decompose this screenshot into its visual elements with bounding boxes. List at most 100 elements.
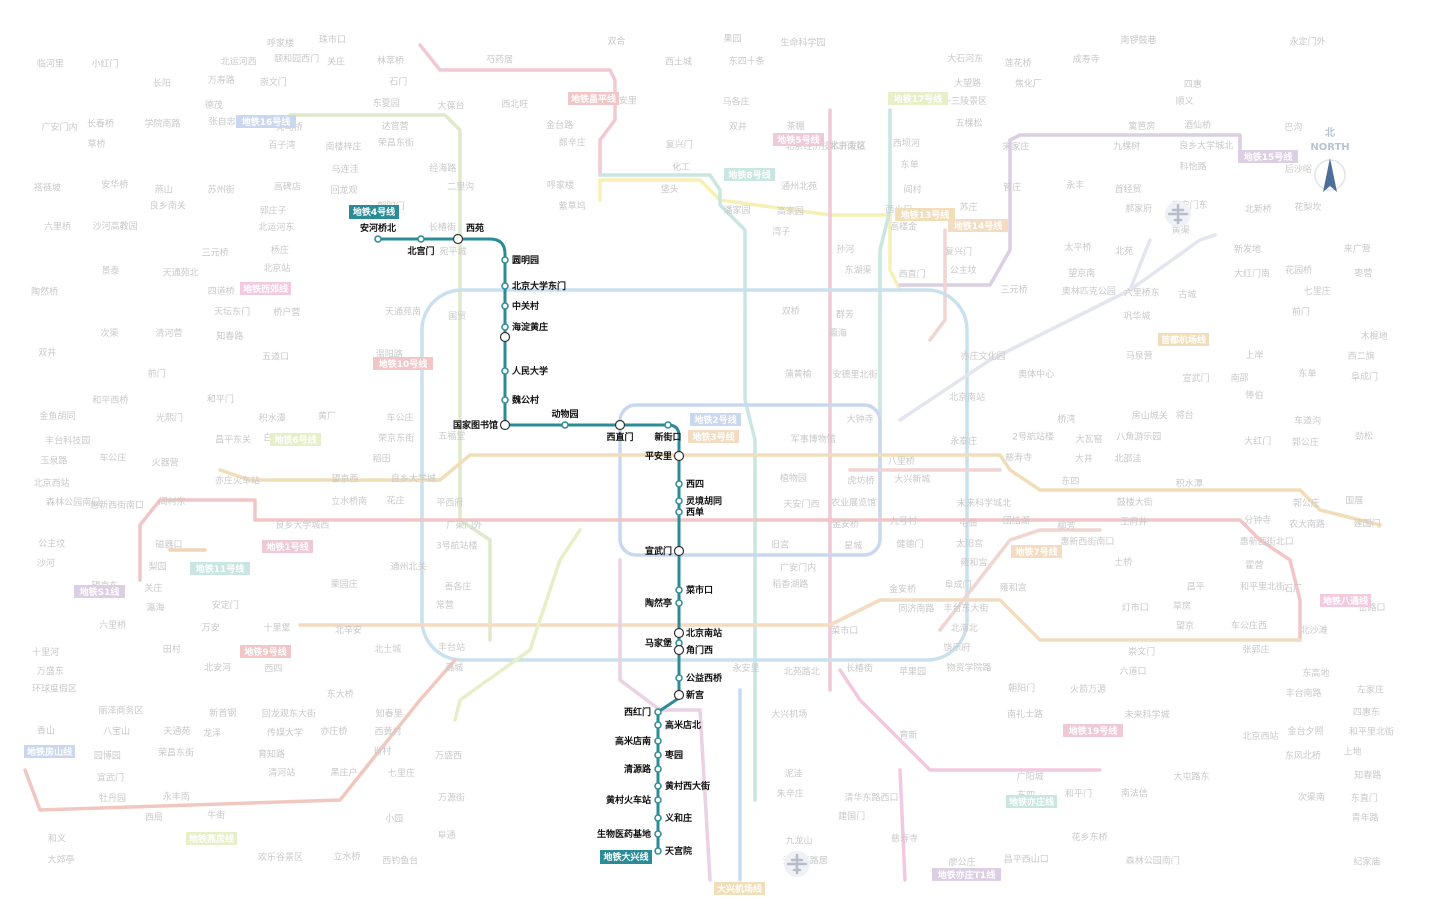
station-label[interactable]: 海淀黄庄 bbox=[512, 321, 548, 333]
station-label[interactable]: 宣武门 bbox=[645, 545, 672, 557]
faint-line-badge[interactable]: 大兴机场线 bbox=[714, 882, 765, 895]
faint-line-badge[interactable]: 地铁S1线 bbox=[74, 585, 125, 598]
faint-line-badge[interactable]: 地铁17号线 bbox=[888, 92, 948, 105]
faint-line-badge[interactable]: 地铁房山线 bbox=[24, 745, 75, 758]
station-marker[interactable] bbox=[675, 497, 683, 505]
station-label[interactable]: 国家图书馆 bbox=[453, 419, 498, 431]
station-label[interactable]: 马家堡 bbox=[645, 637, 672, 649]
station-label[interactable]: 北宫门 bbox=[407, 245, 434, 257]
station-marker[interactable] bbox=[654, 708, 662, 716]
station-marker[interactable] bbox=[501, 256, 509, 264]
station-marker[interactable] bbox=[654, 751, 662, 759]
station-marker[interactable] bbox=[675, 508, 683, 516]
daxing-line-badge[interactable]: 地铁大兴线 bbox=[600, 850, 652, 864]
station-label[interactable]: 圆明园 bbox=[512, 255, 539, 266]
station-label[interactable]: 高米店南 bbox=[615, 735, 651, 747]
faint-line-badge[interactable]: 地铁5号线 bbox=[773, 133, 824, 146]
station-label[interactable]: 生物医药基地 bbox=[597, 828, 651, 840]
faint-line-badge[interactable]: 地铁3号线 bbox=[688, 430, 739, 443]
station-marker[interactable] bbox=[654, 782, 662, 790]
interchange-station-marker[interactable] bbox=[673, 689, 685, 701]
faint-line-badge[interactable]: 地铁10号线 bbox=[373, 357, 433, 370]
interchange-station-marker[interactable] bbox=[673, 545, 685, 557]
faint-line-badge[interactable]: 地铁9号线 bbox=[240, 645, 291, 658]
faint-line-badge[interactable]: 地铁1号线 bbox=[262, 540, 313, 553]
interchange-station-marker[interactable] bbox=[673, 627, 685, 639]
station-marker[interactable] bbox=[654, 814, 662, 822]
faint-line-badge[interactable]: 地铁亦庄线 bbox=[1006, 795, 1057, 808]
faint-line-badge[interactable]: 地铁7号线 bbox=[1011, 545, 1062, 558]
station-label[interactable]: 西红门 bbox=[624, 706, 651, 718]
station-marker[interactable] bbox=[675, 480, 683, 488]
station-label[interactable]: 清源路 bbox=[624, 763, 652, 775]
station-label[interactable]: 西直门 bbox=[606, 431, 633, 443]
station-label[interactable]: 枣园 bbox=[664, 749, 683, 761]
station-marker[interactable] bbox=[501, 323, 509, 331]
faint-line-badge[interactable]: 地铁6号线 bbox=[270, 433, 321, 446]
faint-line-badge[interactable]: 地铁19号线 bbox=[1063, 724, 1123, 737]
station-marker[interactable] bbox=[675, 586, 683, 594]
station-label[interactable]: 灵境胡同 bbox=[685, 495, 722, 507]
line-4-badge[interactable]: 地铁4号线 bbox=[349, 205, 399, 219]
station-marker[interactable] bbox=[501, 282, 509, 290]
station-marker[interactable] bbox=[675, 599, 683, 607]
station-label[interactable]: 平安里 bbox=[645, 450, 672, 462]
station-label[interactable]: 西单 bbox=[686, 506, 704, 518]
station-marker[interactable] bbox=[654, 830, 662, 838]
faint-line-badge[interactable]: 地铁11号线 bbox=[190, 562, 250, 575]
station-label[interactable]: 菜市口 bbox=[685, 584, 713, 596]
station-marker[interactable] bbox=[501, 396, 509, 404]
station-label[interactable]: 义和庄 bbox=[664, 812, 692, 824]
faint-line-badge[interactable]: 地铁亦庄T1线 bbox=[932, 868, 1001, 881]
station-label[interactable]: 陶然亭 bbox=[645, 597, 672, 609]
station-marker[interactable] bbox=[654, 796, 662, 804]
faint-line-badge[interactable]: 地铁八通线 bbox=[1320, 594, 1371, 607]
station-label[interactable]: 动物园 bbox=[551, 408, 578, 420]
faint-line-badge[interactable]: 地铁14号线 bbox=[948, 219, 1008, 232]
station-label[interactable]: 北京大学东门 bbox=[512, 280, 566, 292]
station-marker[interactable] bbox=[654, 721, 662, 729]
station-label[interactable]: 西四 bbox=[686, 479, 704, 490]
station-marker[interactable] bbox=[675, 674, 683, 682]
interchange-station-marker[interactable] bbox=[452, 233, 464, 245]
station-label[interactable]: 新街口 bbox=[654, 431, 681, 443]
faint-line-badge[interactable]: 地铁昌平线 bbox=[568, 92, 619, 105]
faint-line-badge[interactable]: 地铁8号线 bbox=[724, 168, 775, 181]
faint-line-badge[interactable]: 地铁16号线 bbox=[236, 115, 296, 128]
station-label[interactable]: 角门西 bbox=[686, 644, 713, 656]
interchange-station-marker[interactable] bbox=[673, 644, 685, 656]
station-label[interactable]: 天宫院 bbox=[665, 845, 692, 857]
station-marker[interactable] bbox=[654, 847, 662, 855]
station-label[interactable]: 北京南站 bbox=[686, 627, 722, 639]
faint-line-badge[interactable]: 地铁2号线 bbox=[690, 413, 741, 426]
faint-line-badge[interactable]: 地铁15号线 bbox=[1238, 150, 1298, 163]
station-label[interactable]: 中关村 bbox=[512, 300, 539, 312]
station-label[interactable]: 人民大学 bbox=[511, 365, 548, 377]
interchange-station-marker[interactable] bbox=[499, 419, 511, 431]
station-marker[interactable] bbox=[417, 235, 425, 243]
station-label[interactable]: 黄村西大街 bbox=[665, 780, 710, 792]
station-marker[interactable] bbox=[654, 765, 662, 773]
station-marker[interactable] bbox=[374, 235, 382, 243]
station-label[interactable]: 黄村火车站 bbox=[606, 794, 651, 806]
station-marker[interactable] bbox=[501, 302, 509, 310]
station-label[interactable]: 安河桥北 bbox=[360, 222, 396, 234]
faint-line-badge[interactable]: 首都机场线 bbox=[1158, 333, 1209, 346]
station-marker[interactable] bbox=[654, 737, 662, 745]
station-marker[interactable] bbox=[664, 421, 672, 429]
faint-line-badge[interactable]: 地铁燕房线 bbox=[186, 832, 237, 845]
station-marker[interactable] bbox=[561, 421, 569, 429]
faint-line-badge[interactable]: 地铁西郊线 bbox=[240, 282, 291, 295]
faint-line-badge[interactable]: 地铁13号线 bbox=[895, 208, 955, 221]
interchange-station-marker[interactable] bbox=[499, 331, 511, 343]
station-label[interactable]: 高米店北 bbox=[665, 719, 701, 731]
interchange-station-marker[interactable] bbox=[673, 450, 685, 462]
station-label[interactable]: 公益西桥 bbox=[686, 672, 723, 684]
station-label[interactable]: 魏公村 bbox=[511, 394, 539, 406]
station-label[interactable]: 新宫 bbox=[686, 689, 704, 701]
station-marker[interactable] bbox=[501, 367, 509, 375]
interchange-station-marker[interactable] bbox=[614, 419, 626, 431]
station-label[interactable]: 西苑 bbox=[466, 222, 484, 234]
